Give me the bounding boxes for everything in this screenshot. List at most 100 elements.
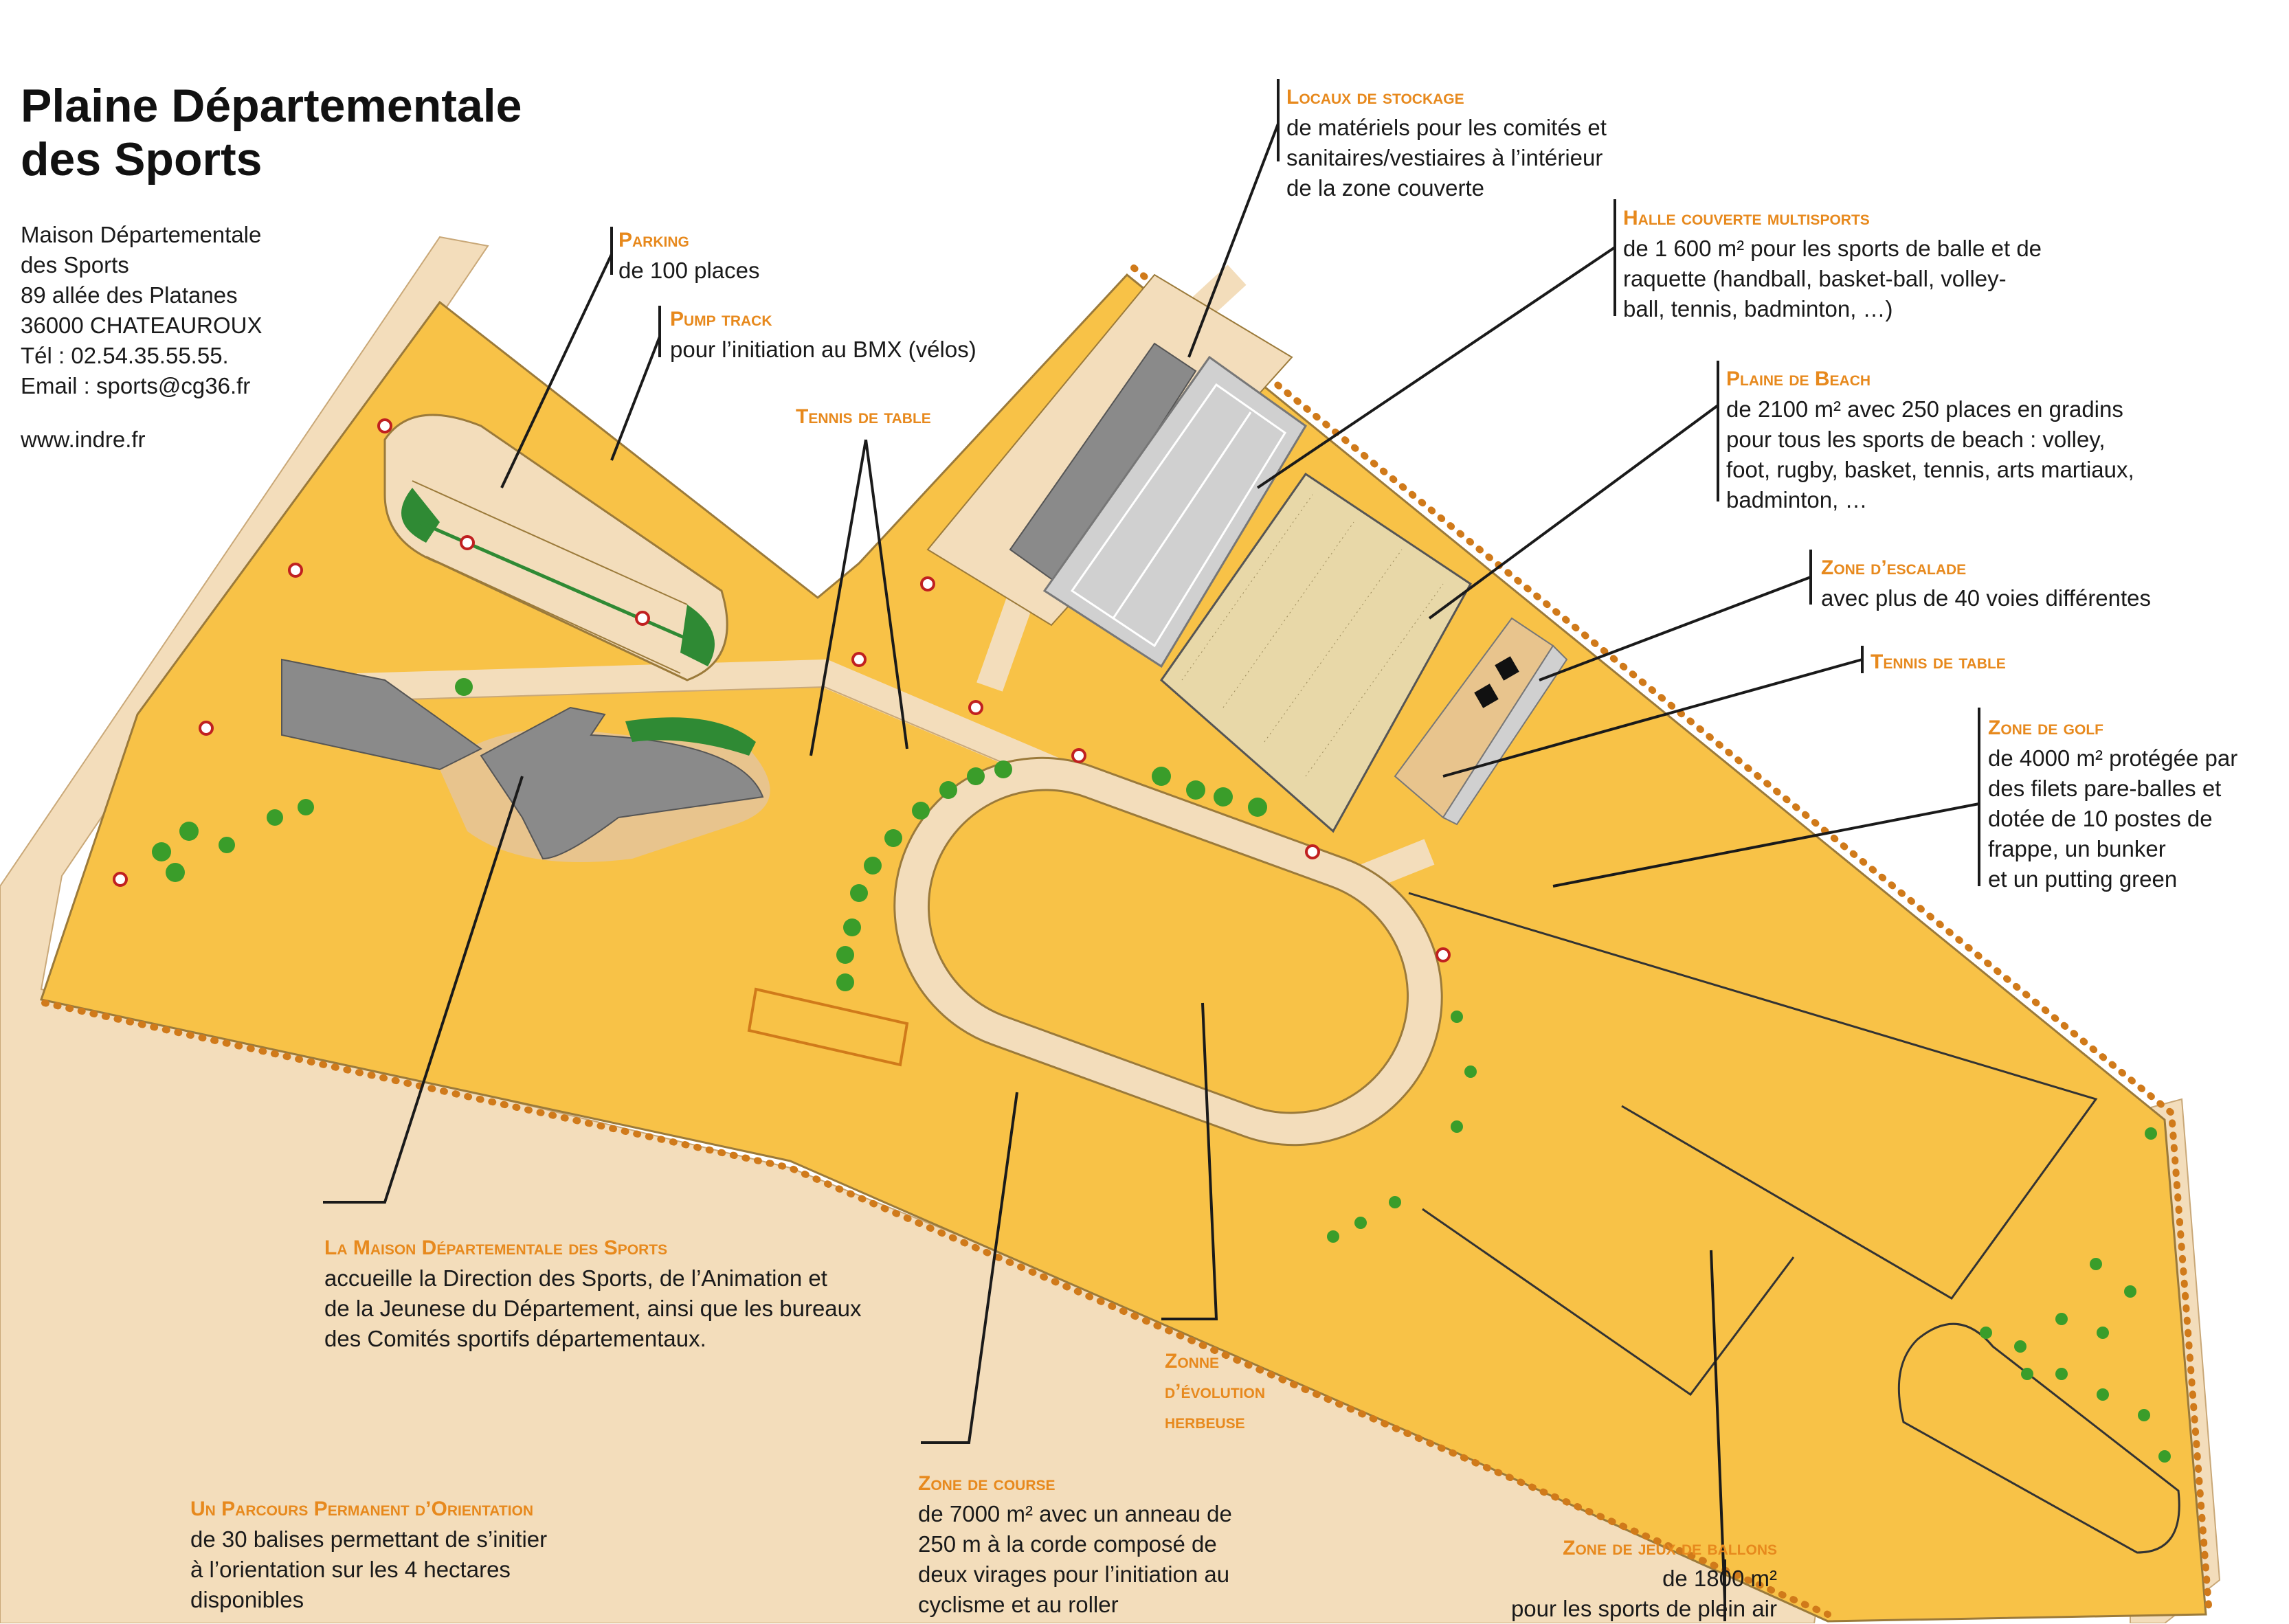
label-line: deux virages pour l’initiation au (918, 1561, 1230, 1587)
label-line: 250 m à la corde composé de (918, 1531, 1217, 1557)
leader-tennis-1 (809, 439, 908, 756)
label-line: sanitaires/vestiaires à l’intérieur (1286, 145, 1603, 170)
label-heading: Tennis de table (796, 405, 931, 428)
leader-maison (323, 776, 524, 1204)
golf-outline (1408, 892, 2098, 1300)
label-heading: Plaine de Beach (1726, 368, 1871, 390)
label-line: de 2100 m² avec 250 places en gradins (1726, 396, 2123, 422)
leader-ballons (1710, 1250, 1726, 1621)
label-line: badminton, … (1726, 487, 1868, 512)
label-line: pour tous les sports de beach : volley, (1726, 427, 2106, 452)
label-orientation: Un Parcours Permanent d’Orientation de 3… (190, 1494, 547, 1615)
label-locaux: Locaux de stockage de matériels pour les… (1286, 82, 1607, 203)
label-line: de la Jeunese du Département, ainsi que … (324, 1296, 862, 1321)
label-ballons: Zone de jeux de ballons de 1800 m² pour … (1511, 1533, 1777, 1624)
label-line: de 1 600 m² pour les sports de balle et … (1623, 236, 2042, 261)
label-heading: d’évolution (1165, 1380, 1266, 1403)
label-escalade: Zone d’escalade avec plus de 40 voies di… (1821, 553, 2151, 613)
label-herbeuse: Zonne d’évolution herbeuse (1165, 1346, 1265, 1437)
label-heading: Zone d’escalade (1821, 556, 1967, 579)
address-line: Tél : 02.54.35.55.55. (21, 343, 229, 368)
beach-area (1160, 472, 1472, 833)
escalade-building (1394, 617, 1568, 826)
halle-couverte (1042, 355, 1307, 668)
label-course: Zone de course de 7000 m² avec un anneau… (918, 1469, 1232, 1620)
label-tennis-table-2: Tennis de table (1871, 647, 2006, 677)
label-line: et un putting green (1988, 866, 2178, 892)
leader-parking (500, 227, 613, 488)
label-pump-track: Pump track pour l’initiation au BMX (vél… (670, 304, 976, 365)
label-halle: Halle couverte multisports de 1 600 m² p… (1623, 203, 2042, 324)
label-line: de 1800 m² (1662, 1566, 1777, 1591)
leader-tennis-2 (1442, 646, 1864, 778)
label-line: des filets pare-balles et (1988, 776, 2222, 801)
label-line: dotée de 10 postes de (1988, 806, 2213, 831)
ballons-outline (1422, 1208, 1795, 1397)
orientation-markers (113, 418, 1451, 962)
label-parking: Parking de 100 places (618, 225, 760, 286)
label-line: raquette (handball, basket-ball, volley- (1623, 266, 2007, 291)
border-dots-s (41, 1000, 1831, 1618)
label-heading: La Maison Départementale des Sports (324, 1237, 668, 1259)
label-heading: Zone de course (918, 1472, 1056, 1495)
label-line: de matériels pour les comités et (1286, 115, 1607, 140)
label-heading: Parking (618, 229, 689, 251)
label-line: pour les sports de plein air (1510, 1596, 1777, 1621)
leader-escalade (1539, 550, 1812, 681)
leader-halle (1256, 199, 1616, 489)
putting-green (1897, 1322, 2180, 1554)
address-line: 89 allée des Platanes (21, 282, 238, 308)
label-line: de la zone couverte (1286, 175, 1485, 201)
label-line: de 4000 m² protégée par (1988, 745, 2238, 771)
label-line: avec plus de 40 voies différentes (1821, 585, 2152, 611)
label-line: pour l’initiation au BMX (vélos) (670, 337, 976, 362)
address-line: Maison Départementale (21, 222, 262, 247)
label-heading: Pump track (670, 308, 772, 330)
leader-herbeuse (1161, 1002, 1218, 1320)
page-title: Plaine Départementale des Sports (21, 79, 522, 186)
label-beach: Plaine de Beach de 2100 m² avec 250 plac… (1726, 364, 2134, 515)
email-link[interactable]: Email : sports@cg36.fr (21, 373, 251, 398)
label-line: de 30 balises permettant de s’initier (190, 1526, 548, 1552)
address-line: 36000 CHATEAUROUX (21, 313, 263, 338)
label-heading: Halle couverte multisports (1623, 207, 1870, 229)
label-line: frappe, un bunker (1988, 836, 2166, 861)
leader-locaux (1187, 79, 1280, 358)
label-heading: Locaux de stockage (1286, 86, 1464, 109)
label-line: ball, tennis, badminton, …) (1623, 296, 1893, 322)
label-line: cyclisme et au roller (918, 1592, 1119, 1617)
label-golf: Zone de golf de 4000 m² protégée par des… (1988, 713, 2237, 894)
running-track (893, 756, 1443, 1147)
address-block: Maison Départementale des Sports 89 allé… (21, 220, 263, 401)
website-link[interactable]: www.indre.fr (21, 427, 146, 452)
label-heading: Zone de jeux de ballons (1563, 1537, 1777, 1559)
leader-beach (1428, 361, 1719, 620)
border-dots-ne (1130, 264, 2213, 1618)
label-heading: Zonne (1165, 1350, 1219, 1373)
label-line: à l’orientation sur les 4 hectares (190, 1557, 511, 1582)
label-heading: herbeuse (1165, 1410, 1245, 1433)
maison-building (281, 658, 770, 862)
leader-course (921, 1092, 1018, 1444)
label-line: accueille la Direction des Sports, de l’… (324, 1265, 827, 1291)
title-line-1: Plaine Départementale (21, 80, 522, 132)
leader-lines (323, 79, 1980, 1621)
label-tennis-table-1: Tennis de table (796, 402, 931, 432)
bleacher (747, 987, 909, 1067)
label-heading: Tennis de table (1871, 651, 2006, 673)
label-line: disponibles (190, 1587, 304, 1612)
label-maison: La Maison Départementale des Sports accu… (324, 1233, 862, 1354)
leader-golf (1552, 708, 1980, 888)
label-line: de 100 places (618, 258, 760, 283)
trees (152, 678, 2171, 1463)
title-line-2: des Sports (21, 133, 263, 185)
label-line: foot, rugby, basket, tennis, arts martia… (1726, 457, 2134, 482)
halle-complex (926, 273, 1307, 668)
label-heading: Un Parcours Permanent d’Orientation (190, 1498, 534, 1520)
address-line: des Sports (21, 252, 129, 278)
leader-pump (610, 306, 661, 461)
label-line: des Comités sportifs départementaux. (324, 1326, 706, 1351)
label-line: de 7000 m² avec un anneau de (918, 1501, 1232, 1526)
label-heading: Zone de golf (1988, 717, 2103, 739)
